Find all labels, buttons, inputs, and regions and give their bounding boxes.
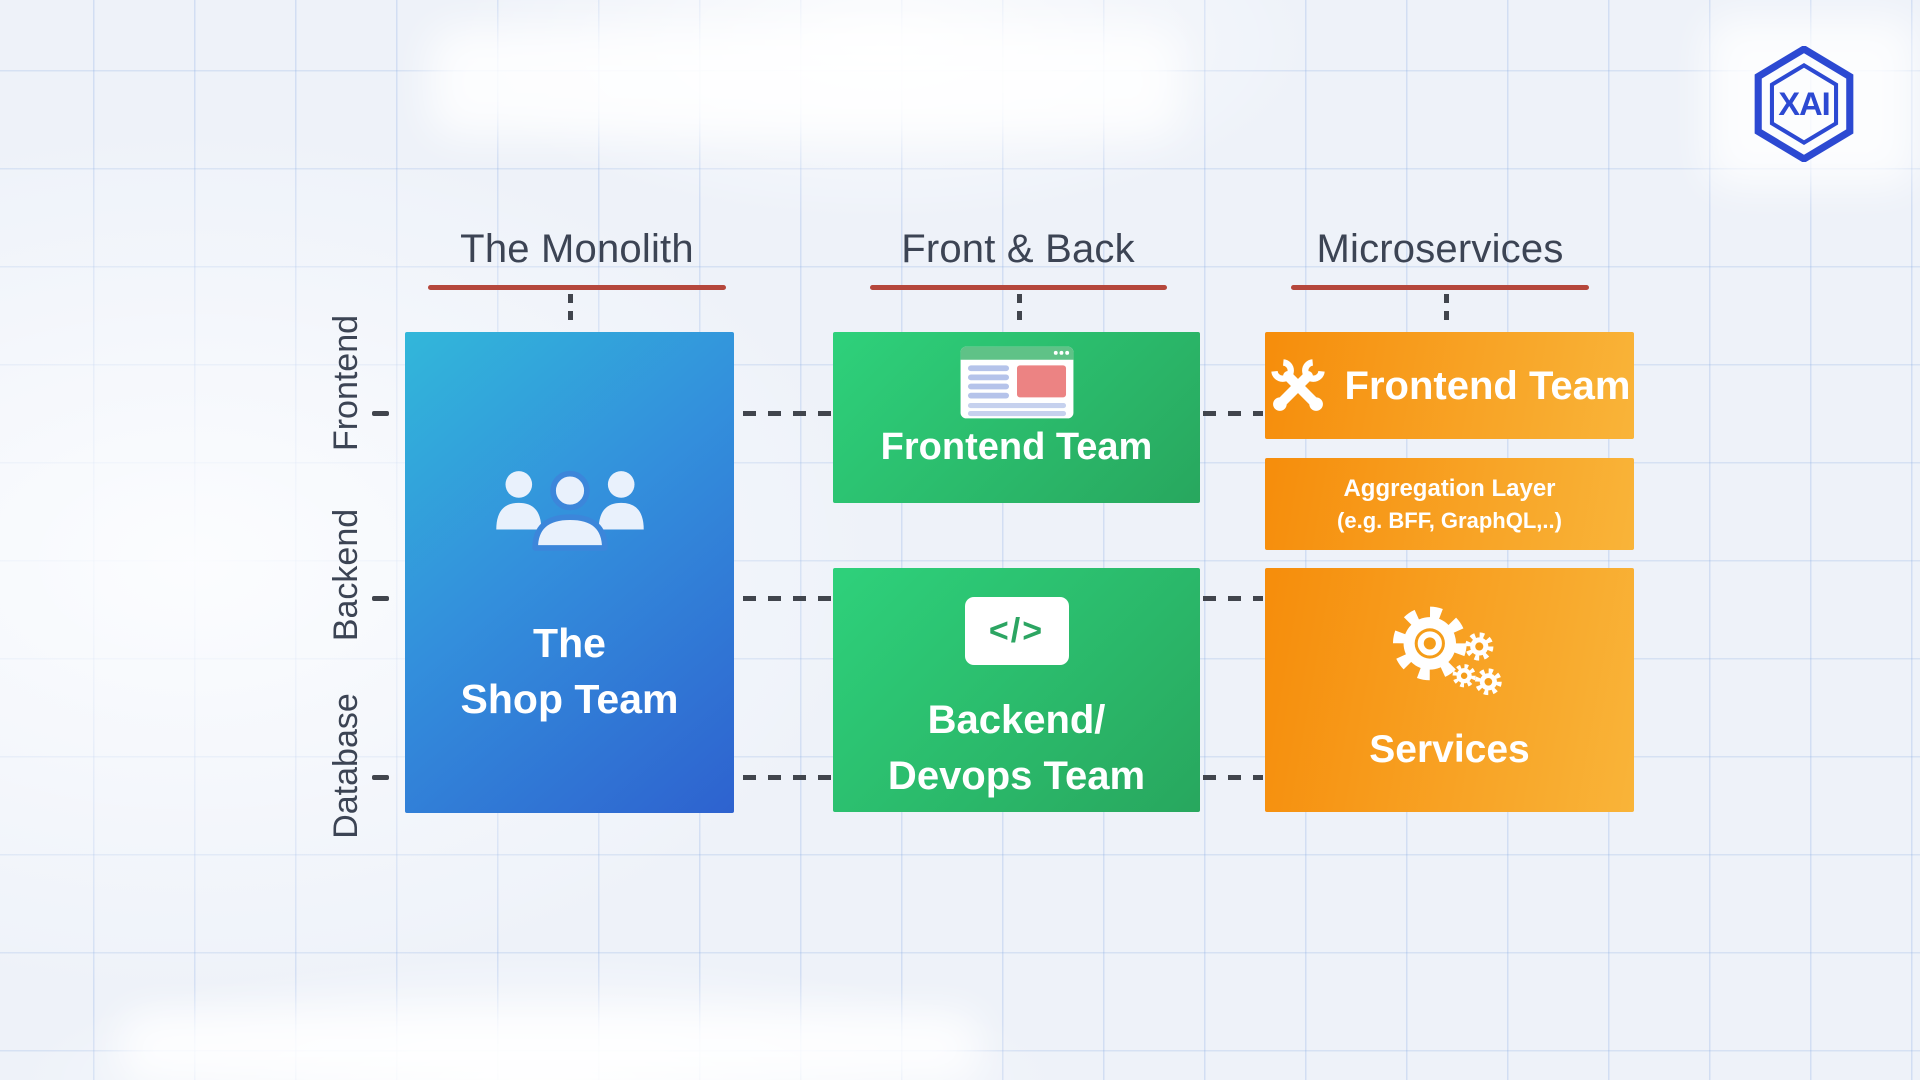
frontend-team-green-title: Frontend Team	[880, 426, 1153, 468]
header-tick-microservices	[1444, 294, 1449, 326]
backend-team-title-line1: Backend/	[927, 698, 1106, 742]
services-title: Services	[1369, 728, 1530, 771]
connector-backend-left	[743, 596, 831, 601]
code-icon: </>	[964, 597, 1069, 665]
frontend-team-orange-title: Frontend Team	[1344, 363, 1631, 408]
shop-team-title-line2: Shop Team	[460, 676, 679, 722]
row-label-backend: Backend	[326, 508, 365, 642]
box-frontend-team-green: Frontend Team	[833, 332, 1200, 503]
row-label-database: Database	[326, 693, 365, 839]
box-frontend-team-orange: Frontend Team	[1265, 332, 1634, 439]
browser-icon	[960, 346, 1073, 419]
box-shop-team: The Shop Team	[405, 332, 734, 813]
backend-team-title-line2: Devops Team	[887, 754, 1146, 798]
xai-logo: XAI	[1754, 46, 1854, 162]
connector-backend-right	[1203, 596, 1263, 601]
header-underline-microservices	[1291, 285, 1589, 290]
connector-frontend-right	[1203, 411, 1263, 416]
background-highlight-bottom	[120, 1012, 980, 1080]
aggregation-layer-line2: (e.g. BFF, GraphQL,..)	[1337, 508, 1562, 533]
header-tick-monolith	[568, 294, 573, 326]
column-header-monolith: The Monolith	[460, 227, 694, 271]
connector-database-right	[1203, 775, 1263, 780]
aggregation-layer-line1: Aggregation Layer	[1343, 475, 1556, 502]
connector-frontend-left	[743, 411, 831, 416]
box-backend-devops-team: </> Backend/ Devops Team	[833, 568, 1200, 812]
row-tick-database	[372, 775, 389, 780]
shop-team-title-line1: The	[533, 620, 606, 666]
team-icon	[495, 470, 644, 551]
column-header-microservices: Microservices	[1316, 227, 1564, 271]
background-highlight-top	[430, 28, 1180, 136]
header-tick-front-back	[1017, 294, 1022, 326]
gears-icon	[1392, 606, 1502, 696]
xai-logo-text: XAI	[1778, 86, 1829, 122]
box-aggregation-layer: Aggregation Layer (e.g. BFF, GraphQL,..)	[1265, 458, 1634, 550]
code-glyph: </>	[988, 611, 1045, 650]
row-tick-backend	[372, 596, 389, 601]
wrench-icon	[1270, 358, 1325, 411]
header-underline-front-back	[870, 285, 1167, 290]
box-services: Services	[1265, 568, 1634, 812]
column-header-front-back: Front & Back	[901, 227, 1135, 271]
connector-database-left	[743, 775, 831, 780]
header-underline-monolith	[428, 285, 726, 290]
row-label-frontend: Frontend	[326, 314, 365, 452]
row-tick-frontend	[372, 411, 389, 416]
